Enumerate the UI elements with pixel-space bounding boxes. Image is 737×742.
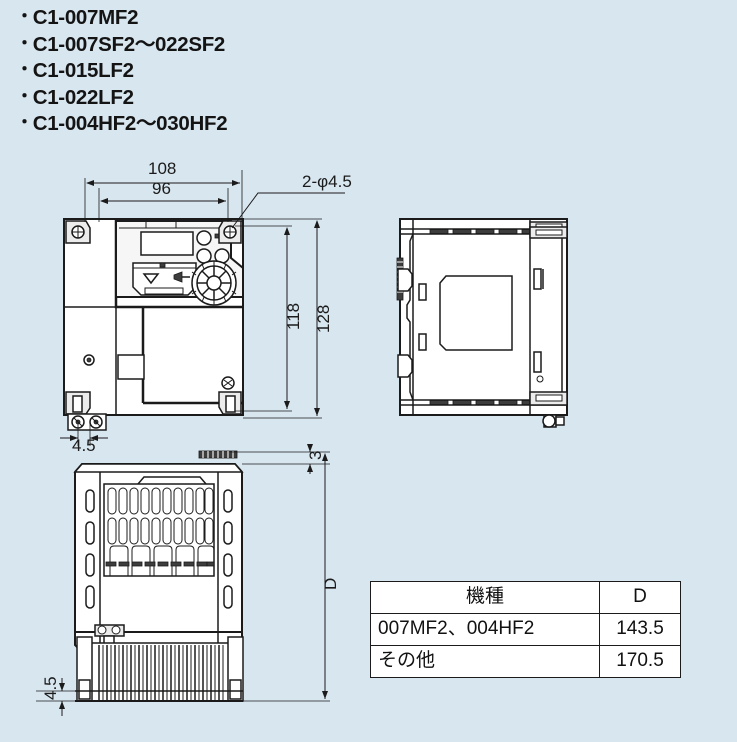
model-list: ・C1-007MF2 ・C1-007SF2～022SF2 ・C1-015LF2 … xyxy=(16,4,436,137)
rear-elevation-view xyxy=(36,444,330,716)
dimension-label-depth: D xyxy=(321,577,340,590)
model-label: C1-022LF2 xyxy=(32,85,134,109)
bullet-icon: ・ xyxy=(16,33,33,53)
model-label: C1-007SF2～022SF2 xyxy=(32,32,226,56)
table-cell-model: その他 xyxy=(370,645,600,678)
model-list-item: ・C1-007SF2～022SF2 xyxy=(16,31,436,58)
side-elevation-view xyxy=(396,218,568,428)
model-list-item: ・C1-007MF2 xyxy=(16,4,436,31)
model-list-item: ・C1-015LF2 xyxy=(16,57,436,84)
bullet-icon: ・ xyxy=(16,7,33,26)
model-label: C1-007MF2 xyxy=(32,6,139,29)
table-cell-d: 170.5 xyxy=(599,645,681,678)
table-header-model: 機種 xyxy=(370,581,600,614)
table-cell-model: 007MF2、004HF2 xyxy=(370,613,600,646)
dimension-label-depth-top: 3 xyxy=(306,450,325,460)
dimension-label-hole-callout: 2-φ4.5 xyxy=(302,172,352,191)
dimension-label-width-mount: 96 xyxy=(152,179,171,198)
bullet-icon: ・ xyxy=(16,86,33,106)
table-cell-d: 143.5 xyxy=(599,613,681,646)
bullet-icon: ・ xyxy=(16,60,33,79)
model-label: C1-015LF2 xyxy=(32,59,134,82)
dimension-label-width-outer: 108 xyxy=(148,159,177,178)
spec-table: 機種 D 007MF2、004HF2 143.5 その他 170.5 xyxy=(370,581,681,678)
bullet-icon: ・ xyxy=(16,113,33,132)
dimension-label-front-bottom-offset: 4.5 xyxy=(72,436,96,455)
table-header-row: 機種 D xyxy=(370,581,681,614)
dimension-label-bottom-offset: 4.5 xyxy=(41,676,60,700)
dimension-label-height-mount: 118 xyxy=(284,302,303,330)
model-list-item: ・C1-022LF2 xyxy=(16,84,436,111)
heatsink-fins xyxy=(75,636,244,702)
front-elevation-view xyxy=(60,170,345,446)
potentiometer-knob xyxy=(191,260,237,306)
table-row: その他 170.5 xyxy=(370,645,681,678)
table-header-d: D xyxy=(599,581,681,614)
table-row: 007MF2、004HF2 143.5 xyxy=(370,613,681,646)
model-list-item: ・C1-004HF2～030HF2 xyxy=(16,110,436,137)
dimension-label-height-outer: 128 xyxy=(314,304,333,333)
model-label: C1-004HF2～030HF2 xyxy=(32,112,228,135)
